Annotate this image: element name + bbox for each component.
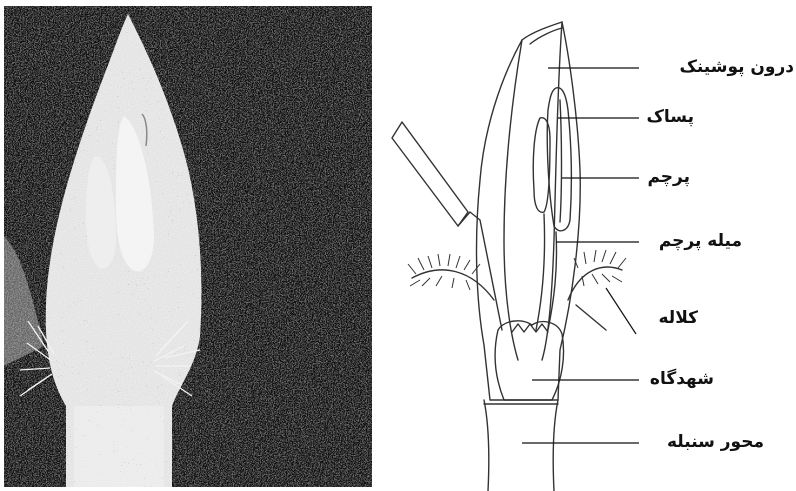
label-ovary: شهدگاه bbox=[650, 369, 714, 389]
label-rachis: محور سنبله bbox=[667, 432, 764, 452]
palea-outline bbox=[477, 22, 581, 400]
floret-line-drawing: درون پوشینک پساک پرچم میله پرچم کلاله شه… bbox=[372, 0, 796, 491]
floret-photo-illustration bbox=[4, 6, 372, 487]
anther-outline bbox=[547, 88, 571, 231]
label-inner-glume: درون پوشینک bbox=[679, 57, 794, 77]
label-stamen: پرچم bbox=[647, 167, 690, 187]
ovary-outline bbox=[495, 321, 563, 400]
label-filament: میله پرچم bbox=[659, 231, 742, 251]
exserted-anther bbox=[392, 122, 468, 226]
label-stigma: کلاله bbox=[659, 308, 699, 328]
floret-photo bbox=[4, 6, 372, 487]
label-anther: پساک bbox=[647, 107, 694, 127]
leader-stigma bbox=[606, 288, 636, 334]
